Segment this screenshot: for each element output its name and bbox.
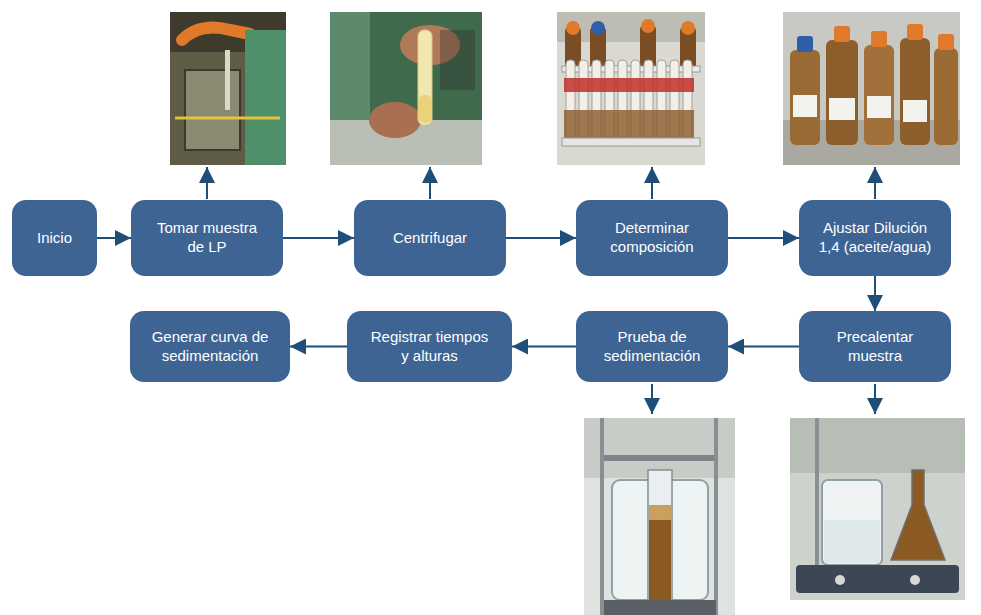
- centrifuge-photo-part: [330, 12, 370, 120]
- bottles-photo-part: [900, 38, 930, 145]
- photo-arrow-part: [651, 167, 653, 199]
- flow-arrow: [874, 276, 876, 311]
- preheating-photo-part: [835, 575, 845, 585]
- centrifuge-photo: [330, 12, 482, 165]
- preheating-photo-part: [822, 480, 882, 565]
- photo-arrow-part: [651, 384, 653, 414]
- composition-photo-part: [681, 21, 695, 35]
- bottles-photo-part: [864, 45, 894, 145]
- photo-arrow-part: [874, 384, 876, 414]
- process-box: Centrifugar: [354, 200, 506, 276]
- bottles-photo-part: [907, 24, 923, 40]
- composition-photo-part: [564, 78, 694, 92]
- composition-photo-part: [641, 19, 655, 33]
- preheating-photo-part: [815, 418, 819, 568]
- flow-arrow: [97, 237, 131, 239]
- sedimentation-photo-part: [604, 455, 714, 461]
- centrifuge-photo-part: [418, 95, 432, 123]
- photo-arrow-part: [429, 167, 431, 199]
- bottles-photo-part: [783, 12, 960, 165]
- sedimentation-photo: [584, 418, 735, 615]
- step-label: Tomar muestra de LP: [152, 219, 262, 257]
- bottles-photo-part: [790, 50, 820, 145]
- sedimentation-photo-part: [649, 520, 671, 604]
- sedimentation-photo-part: [648, 470, 672, 605]
- sampling-photo-part: [225, 50, 230, 110]
- photo-arrow: [207, 167, 875, 414]
- sedimentation-photo-part: [714, 418, 718, 615]
- centrifuge-photo-part: [440, 30, 475, 90]
- centrifuge-photo-part: [369, 102, 421, 138]
- sedimentation-photo-part: [584, 418, 735, 615]
- composition-photo-part: [557, 12, 705, 165]
- step-label: Prueba de sedimentación: [595, 328, 710, 366]
- flow-arrow: [728, 237, 799, 239]
- step-label: Inicio: [37, 229, 72, 248]
- photo-arrow-part: [206, 167, 208, 199]
- bottles-photo: [783, 12, 960, 165]
- sedimentation-photo-part: [600, 418, 604, 615]
- step-label: Determinar composición: [602, 219, 702, 257]
- composition-photo-part: [562, 138, 700, 146]
- bottles-photo-part: [938, 34, 954, 50]
- preheating-photo-part: [891, 470, 945, 560]
- step-label: Precalentar muestra: [825, 328, 925, 366]
- process-box: Inicio: [12, 200, 97, 276]
- process-box: Ajustar Dilución 1,4 (aceite/agua): [799, 200, 951, 276]
- step-label: Registrar tiempos y alturas: [367, 328, 492, 366]
- flow-arrow: [290, 346, 347, 348]
- flow-arrow: [512, 346, 576, 348]
- photo-arrow-part: [874, 167, 876, 199]
- process-box: Generar curva de sedimentación: [130, 311, 290, 382]
- sampling-photo: [170, 12, 286, 165]
- preheating-photo-part: [910, 575, 920, 585]
- sampling-photo-part: [170, 12, 286, 165]
- bottles-photo-part: [829, 98, 855, 120]
- sedimentation-photo-part: [649, 505, 671, 520]
- composition-photo-part: [591, 21, 605, 35]
- sampling-photo-part: [182, 28, 250, 40]
- preheating-photo-part: [796, 565, 959, 593]
- composition-photo: [557, 12, 705, 165]
- sampling-photo-part: [175, 117, 280, 120]
- preheating-photo-part: [790, 418, 965, 600]
- centrifuge-photo-part: [330, 12, 482, 165]
- sampling-photo-part: [245, 30, 286, 165]
- bottles-photo-part: [871, 31, 887, 47]
- step-label: Generar curva de sedimentación: [146, 328, 274, 366]
- centrifuge-photo-part: [418, 30, 432, 125]
- process-box: Determinar composición: [576, 200, 728, 276]
- flow-arrow: [506, 237, 576, 239]
- bottles-photo-part: [867, 96, 891, 118]
- bottles-photo-part: [793, 95, 817, 117]
- bottles-photo-part: [903, 100, 927, 122]
- process-box: Prueba de sedimentación: [576, 311, 728, 382]
- preheating-photo: [790, 418, 965, 600]
- step-label: Ajustar Dilución 1,4 (aceite/agua): [816, 219, 934, 257]
- bottles-photo-part: [934, 48, 958, 145]
- process-box: Precalentar muestra: [799, 311, 951, 382]
- sedimentation-photo-part: [604, 600, 716, 615]
- composition-photo-part: [566, 21, 580, 35]
- preheating-photo-part: [824, 520, 880, 563]
- bottles-photo-part: [826, 40, 858, 145]
- flow-arrow: [728, 346, 799, 348]
- bottles-photo-part: [834, 26, 850, 42]
- bottles-photo-part: [797, 36, 813, 52]
- sampling-photo-part: [185, 70, 240, 150]
- step-label: Centrifugar: [393, 229, 467, 248]
- composition-photo-part: [564, 110, 694, 138]
- process-box: Registrar tiempos y alturas: [347, 311, 512, 382]
- sedimentation-photo-part: [584, 418, 735, 478]
- flow-arrow: [283, 237, 354, 239]
- process-box: Tomar muestra de LP: [131, 200, 283, 276]
